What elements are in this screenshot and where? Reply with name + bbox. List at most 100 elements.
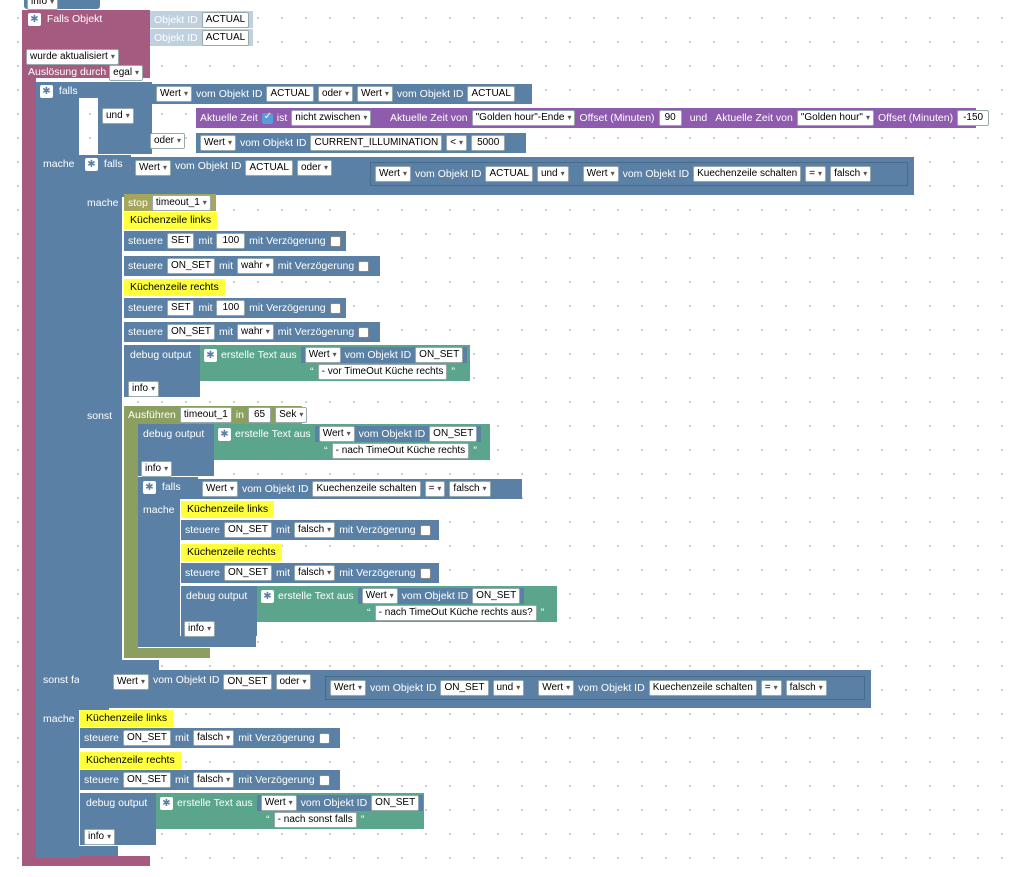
- steuere-block[interactable]: steuere SET mit 100 mit Verzögerung: [124, 231, 346, 251]
- offset-field[interactable]: 90: [658, 110, 682, 126]
- wert-dropdown[interactable]: Wert: [361, 588, 398, 604]
- number-field[interactable]: 5000: [471, 135, 506, 151]
- timeout-dropdown[interactable]: timeout_1: [151, 194, 211, 211]
- boolean-dropdown[interactable]: falsch: [193, 772, 235, 788]
- boolean-dropdown[interactable]: wahr: [237, 324, 274, 340]
- oder-dropdown[interactable]: oder: [317, 86, 353, 102]
- object-id-field[interactable]: ON_SET: [123, 772, 172, 788]
- object-id-field[interactable]: ON_SET: [472, 588, 521, 604]
- comment-note[interactable]: Küchenzeile rechts: [181, 544, 282, 561]
- wert-dropdown[interactable]: Wert: [356, 86, 393, 102]
- text-join-gear-icon[interactable]: ✱: [218, 427, 231, 441]
- if2-gear-icon[interactable]: ✱: [85, 158, 98, 171]
- comment-note[interactable]: Küchenzeile rechts: [124, 279, 225, 296]
- boolean-dropdown[interactable]: falsch: [830, 166, 872, 182]
- object-id-field[interactable]: ON_SET: [224, 522, 273, 538]
- seconds-field[interactable]: 65: [247, 407, 272, 423]
- wert-dropdown[interactable]: Wert: [200, 135, 236, 151]
- object-id-field[interactable]: ON_SET: [429, 426, 478, 442]
- number-field[interactable]: 100: [216, 300, 246, 316]
- object-id-row-2[interactable]: Objekt ID ACTUAL: [150, 29, 254, 46]
- stop-timeout-block[interactable]: stop timeout_1: [124, 194, 216, 211]
- object-id-field[interactable]: ACTUAL: [485, 166, 533, 182]
- top-info-block[interactable]: info: [24, 0, 100, 10]
- delay-checkbox[interactable]: [318, 732, 330, 744]
- text-field[interactable]: - nach TimeOut Küche rechts aus?: [374, 605, 537, 621]
- boolean-dropdown[interactable]: falsch: [449, 481, 491, 497]
- object-id-field[interactable]: ON_SET: [415, 347, 464, 363]
- boolean-dropdown[interactable]: falsch: [294, 522, 336, 538]
- wert-dropdown[interactable]: Wert: [330, 680, 366, 696]
- object-id-field[interactable]: ON_SET: [371, 795, 420, 811]
- wert-dropdown[interactable]: Wert: [135, 160, 171, 176]
- text-field[interactable]: - nach TimeOut Küche rechts: [331, 443, 470, 459]
- delay-checkbox[interactable]: [329, 235, 341, 247]
- wert-dropdown[interactable]: Wert: [202, 481, 238, 497]
- comment-note[interactable]: Küchenzeile rechts: [80, 752, 181, 769]
- delay-checkbox[interactable]: [318, 774, 330, 786]
- astro-dropdown[interactable]: "Golden hour"-Ende: [471, 110, 576, 126]
- und-dropdown[interactable]: und: [536, 166, 569, 182]
- compare-block[interactable]: Wert vom Objekt ID Kuechenzeile schalten…: [198, 479, 522, 499]
- zeit-checkbox[interactable]: [261, 111, 273, 124]
- wert-dropdown[interactable]: Wert: [156, 86, 192, 102]
- object-id-field[interactable]: ON_SET: [123, 730, 172, 746]
- und-dropdown[interactable]: und: [492, 680, 525, 696]
- delay-checkbox[interactable]: [419, 524, 431, 536]
- wert-block[interactable]: Wert vom Objekt ID ON_SET: [314, 426, 482, 442]
- und-dropdown[interactable]: und: [102, 108, 134, 124]
- object-id-field[interactable]: ACTUAL: [201, 11, 250, 28]
- wert-dropdown[interactable]: Wert: [260, 795, 297, 811]
- object-id-field[interactable]: CURRENT_ILLUMINATION: [310, 135, 443, 151]
- oder-dropdown[interactable]: oder: [275, 674, 311, 690]
- object-id-field[interactable]: SET: [167, 300, 195, 316]
- object-id-field[interactable]: Kuechenzeile schalten: [693, 166, 802, 182]
- comment-note[interactable]: Küchenzeile links: [181, 501, 275, 518]
- time-range-block[interactable]: Aktuelle Zeit von "Golden hour"-Ende Off…: [386, 108, 990, 128]
- steuere-block[interactable]: steuere ON_SET mit wahr mit Verzögerung: [124, 322, 380, 342]
- wert-dropdown[interactable]: Wert: [375, 166, 411, 182]
- wert-dropdown[interactable]: Wert: [538, 680, 575, 696]
- delay-checkbox[interactable]: [358, 260, 370, 272]
- trigger-cause-dropdown[interactable]: egal: [109, 65, 144, 81]
- delay-checkbox[interactable]: [358, 326, 370, 338]
- delay-checkbox[interactable]: [419, 567, 431, 579]
- oder-dropdown[interactable]: oder: [296, 160, 332, 176]
- cond2-und-block[interactable]: Wert vom Objekt ID ACTUAL und Wert vom O…: [370, 162, 908, 186]
- number-field[interactable]: 100: [216, 233, 246, 249]
- object-id-field[interactable]: ON_SET: [224, 565, 273, 581]
- offset-field[interactable]: -150: [957, 110, 990, 126]
- text-field[interactable]: - nach sonst falls: [273, 812, 357, 828]
- steuere-block[interactable]: steuere ON_SET mit falsch mit Verzögerun…: [80, 728, 340, 748]
- text-join-gear-icon[interactable]: ✱: [261, 589, 274, 603]
- object-id-field[interactable]: ON_SET: [167, 324, 216, 340]
- comment-note[interactable]: Küchenzeile links: [80, 710, 174, 727]
- operator-dropdown[interactable]: <: [446, 135, 468, 151]
- object-id-field[interactable]: ACTUAL: [245, 160, 293, 176]
- wert-dropdown[interactable]: Wert: [113, 674, 149, 690]
- if3-gear-icon[interactable]: ✱: [143, 481, 156, 494]
- oder-dropdown[interactable]: oder: [150, 133, 186, 149]
- steuere-block[interactable]: steuere SET mit 100 mit Verzögerung: [124, 298, 346, 318]
- text-join-gear-icon[interactable]: ✱: [204, 348, 217, 362]
- operator-dropdown[interactable]: =: [760, 680, 782, 696]
- steuere-block[interactable]: steuere ON_SET mit falsch mit Verzögerun…: [181, 520, 439, 540]
- wert-block[interactable]: Wert vom Objekt ID ON_SET: [357, 588, 525, 604]
- astro-dropdown[interactable]: "Golden hour": [796, 110, 874, 126]
- trigger-type-dropdown[interactable]: wurde aktualisiert: [26, 49, 119, 65]
- boolean-dropdown[interactable]: falsch: [193, 730, 235, 746]
- time-unit-dropdown[interactable]: Sek: [275, 407, 308, 423]
- object-id-field[interactable]: Kuechenzeile schalten: [648, 680, 757, 696]
- object-id-field[interactable]: ACTUAL: [266, 86, 314, 102]
- text-literal-block[interactable]: “ - nach TimeOut Küche rechts ”: [320, 441, 481, 461]
- operator-dropdown[interactable]: =: [805, 166, 827, 182]
- text-literal-block[interactable]: “ - nach sonst falls ”: [262, 810, 368, 830]
- wert-block[interactable]: Wert vom Objekt ID ON_SET: [256, 795, 424, 811]
- boolean-dropdown[interactable]: falsch: [785, 680, 827, 696]
- steuere-block[interactable]: steuere ON_SET mit falsch mit Verzögerun…: [181, 563, 439, 583]
- log-level-dropdown[interactable]: info: [128, 381, 160, 397]
- object-id-field[interactable]: ON_SET: [223, 674, 272, 690]
- comment-note[interactable]: Küchenzeile links: [124, 212, 218, 229]
- log-level-dropdown[interactable]: info: [84, 829, 116, 845]
- timeout-name-field[interactable]: timeout_1: [179, 407, 232, 423]
